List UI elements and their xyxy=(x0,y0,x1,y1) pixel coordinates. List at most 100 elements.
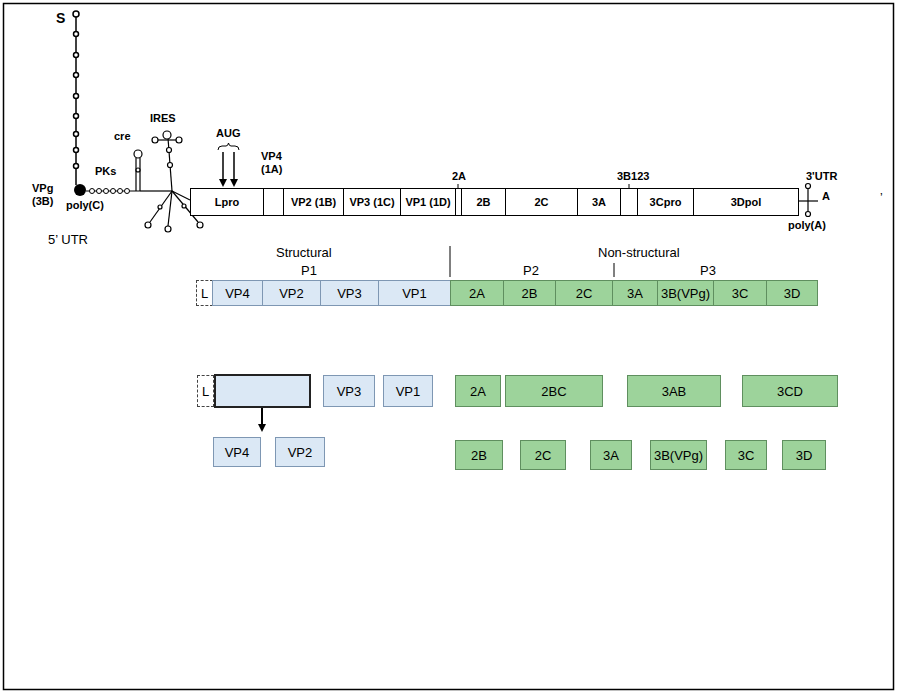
protein-box: 3AB xyxy=(627,375,721,407)
structure-label: PKs xyxy=(95,165,116,178)
box-text: VP3 xyxy=(337,384,362,399)
box-text: 3D xyxy=(784,286,801,301)
box-text: Lpro xyxy=(215,196,239,208)
box-text: VP1 xyxy=(402,286,427,301)
protein-box: VP4 xyxy=(212,280,263,306)
structure-label: poly(C) xyxy=(66,199,104,212)
protein-box: 3C xyxy=(713,280,767,306)
genome-segment: 3A xyxy=(577,188,621,216)
box-text: 2B xyxy=(522,286,538,301)
box-text: 3Dpol xyxy=(731,196,762,208)
vp0-box xyxy=(215,375,310,407)
genome-segment: 3Dpol xyxy=(693,188,799,216)
protein-box: 2A xyxy=(450,280,504,306)
protein-box: 3D xyxy=(766,280,818,306)
box-text: 3C xyxy=(738,448,755,463)
protein-box: 3C xyxy=(725,440,767,470)
protein-box: 2B xyxy=(455,440,503,470)
box-text: VP3 xyxy=(337,286,362,301)
box-text: VP1 xyxy=(396,384,421,399)
structure-label: cre xyxy=(114,130,131,143)
pseudoknots xyxy=(86,189,140,194)
s-stem-loop xyxy=(73,11,79,185)
genome-segment: VP1 (1D) xyxy=(400,188,456,216)
protein-box: VP1 xyxy=(383,375,433,407)
protein-box: 3CD xyxy=(742,375,838,407)
protein-box: VP2 xyxy=(262,280,321,306)
section-label: Non-structural xyxy=(598,246,680,261)
box-text: 3CD xyxy=(777,384,803,399)
protein-box: VP2 xyxy=(275,437,325,467)
polyprotein-label: P2 xyxy=(523,264,539,279)
utr3-structure xyxy=(799,184,818,217)
box-text: 3B(VPg) xyxy=(661,286,710,301)
box-text: VP4 xyxy=(225,445,250,460)
vpg-dot xyxy=(74,184,86,196)
stem-label: S xyxy=(56,10,65,26)
polyprotein-label: P1 xyxy=(301,264,317,279)
3b-tick xyxy=(629,184,630,188)
cre-hairpin xyxy=(134,150,142,191)
box-text: L xyxy=(201,286,208,301)
genome-segment: 3Cpro xyxy=(637,188,694,216)
protein-box: 2C xyxy=(520,440,566,470)
box-text: 3AB xyxy=(662,384,687,399)
protein-box: VP4 xyxy=(213,437,261,467)
protein-box: 2A xyxy=(455,375,501,407)
protein-box: 3A xyxy=(612,280,658,306)
2a-tick xyxy=(458,184,459,188)
protein-box: 2BC xyxy=(505,375,603,407)
protein-box: 3A xyxy=(590,440,632,470)
protein-box: VP3 xyxy=(320,280,379,306)
cleavage-arrow xyxy=(261,408,263,430)
structure-label: VPg (3B) xyxy=(32,182,64,207)
box-text: VP2 xyxy=(279,286,304,301)
box-text: 3A xyxy=(592,196,606,208)
box-text: 3A xyxy=(603,448,619,463)
aug-arrow xyxy=(233,152,235,185)
genome-segment: VP2 (1B) xyxy=(283,188,344,216)
polyprotein-label: P3 xyxy=(700,264,716,279)
box-text: 2C xyxy=(534,196,548,208)
box-text: 3A xyxy=(627,286,643,301)
box-text: VP1 (1D) xyxy=(405,196,450,208)
box-text: 3Cpro xyxy=(650,196,682,208)
box-text: 3B(VPg) xyxy=(654,448,703,463)
structure-label: IRES xyxy=(150,112,176,125)
protein-box: 3B(VPg) xyxy=(657,280,714,306)
stray-mark: ’ xyxy=(880,192,883,206)
box-text: 2A xyxy=(469,286,485,301)
genome-segment: Lpro xyxy=(190,188,264,216)
protein-box: 2B xyxy=(503,280,556,306)
box-text: 2B xyxy=(476,196,490,208)
leader-box: L xyxy=(196,280,213,306)
segment-label: 3B123 xyxy=(617,170,649,183)
box-text: VP4 xyxy=(225,286,250,301)
structure-label: A xyxy=(822,190,830,203)
box-text: 3D xyxy=(796,448,813,463)
outer-frame xyxy=(4,4,894,690)
aug-brace xyxy=(218,143,239,150)
genome-segment: 2C xyxy=(505,188,578,216)
vp4-segment xyxy=(264,189,284,216)
box-text: 2A xyxy=(470,384,486,399)
box-text: 3C xyxy=(732,286,749,301)
box-text: VP2 (1B) xyxy=(291,196,336,208)
box-text: VP2 xyxy=(288,445,313,460)
section-divider xyxy=(614,263,615,277)
box-text: 2B xyxy=(471,448,487,463)
section-divider xyxy=(450,246,451,277)
protein-box: 2C xyxy=(555,280,613,306)
region-label: 5’ UTR xyxy=(48,233,88,248)
region-label: 3'UTR xyxy=(806,170,837,183)
protein-box: VP3 xyxy=(323,375,375,407)
box-text: 2BC xyxy=(541,384,566,399)
segment-label: 2A xyxy=(452,170,466,183)
box-text: VP3 (1C) xyxy=(349,196,394,208)
protein-box: 3D xyxy=(782,440,826,470)
3b-segment xyxy=(621,189,638,216)
codon-label: AUG xyxy=(216,127,240,140)
box-text: 2C xyxy=(576,286,593,301)
box-text: 2C xyxy=(535,448,552,463)
